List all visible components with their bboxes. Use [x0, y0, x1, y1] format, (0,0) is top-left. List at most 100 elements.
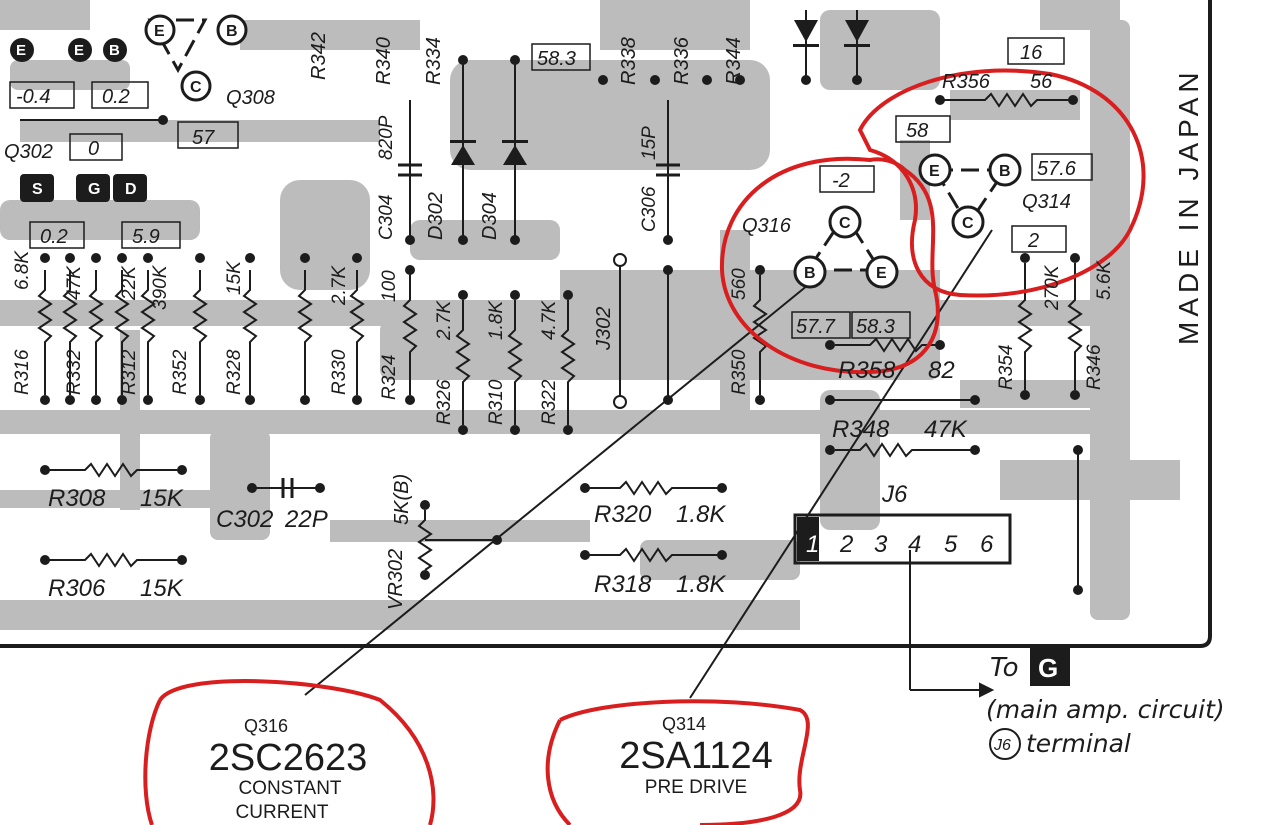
pin-label: E: [16, 42, 26, 59]
copper-traces: [0, 0, 1180, 630]
resistor-ref: R324: [379, 355, 400, 400]
resistor-ref: R356: [942, 71, 991, 93]
diodes: [450, 20, 870, 165]
vertical-resistor-labels: R342 R340 R334 R338 R336 R344 R316 6.8K …: [12, 32, 1115, 425]
resistor-ref: R348: [832, 416, 890, 443]
resistor-value: 2.7K: [329, 265, 350, 306]
callout-q316: Q316 2SC2623 CONSTANT CURRENT: [209, 716, 367, 823]
resistor-ref: R346: [1084, 344, 1105, 390]
voltage-reading: 57.7: [796, 316, 836, 338]
resistor-ref: R350: [729, 349, 750, 395]
resistor-ref: R318: [594, 571, 652, 598]
resistor-ref: R312: [119, 349, 140, 395]
g-badge: G: [1038, 653, 1058, 683]
capacitor-ref: C304: [376, 195, 397, 240]
connector-ref: J6: [881, 481, 908, 508]
terminal-label: terminal: [1026, 729, 1131, 758]
resistor-value: 100: [379, 270, 400, 302]
pin-label: C: [839, 215, 851, 232]
resistor-ref: R344: [723, 37, 745, 85]
diode-ref: D304: [479, 192, 501, 240]
voltage-reading: 2: [1027, 230, 1039, 252]
pin-label: G: [88, 181, 100, 198]
connector-pin: 4: [908, 531, 921, 558]
voltage-reading: 58: [906, 120, 928, 142]
red-highlights: [143, 68, 1146, 825]
connector-pin: 6: [980, 531, 994, 558]
resistor-ref: R328: [224, 349, 245, 395]
capacitor-ref: C306: [639, 186, 660, 232]
resistor-ref: R330: [329, 349, 350, 395]
resistor-ref: R308: [48, 485, 106, 512]
resistor-value: 6.8K: [12, 250, 33, 290]
connector-j6: [793, 513, 1012, 565]
transistor-ref: Q316: [742, 215, 792, 237]
voltage-reading: -0.4: [16, 86, 50, 108]
connector-pin: 2: [839, 531, 853, 558]
transistor-ref: Q314: [1022, 191, 1071, 213]
voltage-reading: -2: [832, 170, 850, 192]
resistor-ref: R326: [434, 379, 455, 425]
capacitor-value: 15P: [639, 126, 660, 160]
resistor-ref: R334: [423, 37, 445, 85]
capacitor-value: 22P: [284, 506, 328, 533]
capacitor-value: 820P: [376, 115, 397, 160]
resistor-ref: R322: [539, 379, 560, 425]
resistor-value: 560: [729, 268, 750, 300]
resistor-value: 270K: [1042, 264, 1063, 311]
resistor-value: 2.7K: [434, 300, 455, 341]
resistor-value: 22K: [119, 265, 140, 301]
made-in-label: MADE IN JAPAN: [1173, 67, 1204, 345]
resistor-value: 15K: [140, 575, 184, 602]
resistor-ref: R354: [996, 345, 1017, 390]
pin-label: E: [74, 42, 84, 59]
connector-pin: 5: [944, 531, 958, 558]
circuit-label: (main amp. circuit): [986, 695, 1225, 724]
resistor-ref: R358: [838, 357, 896, 384]
resistor-ref: R338: [618, 37, 640, 85]
resistor-value: 15K: [140, 485, 184, 512]
pin-label: C: [962, 215, 974, 232]
voltage-reading: 57: [192, 127, 215, 149]
voltage-reading: 58.3: [856, 316, 895, 338]
j6-circle: [989, 728, 1021, 760]
j6-circle-label: J6: [993, 737, 1011, 754]
connector-pin: 1: [806, 531, 819, 558]
jumper-ref: J302: [593, 307, 615, 351]
resistor-symbols: [37, 92, 1083, 571]
voltage-reading: 57.6: [1037, 158, 1077, 180]
resistor-ref: R352: [170, 349, 191, 395]
pin-label: B: [109, 42, 120, 59]
callout-role: CURRENT: [236, 802, 329, 823]
transistor-ref: Q302: [4, 141, 53, 163]
pin-label: D: [125, 181, 137, 198]
resistor-value: 47K: [64, 265, 85, 300]
resistor-ref: R310: [486, 379, 507, 425]
callout-ref: Q314: [662, 714, 706, 734]
resistor-value: 1.8K: [676, 571, 726, 598]
resistor-ref: R332: [64, 349, 85, 395]
pin-label: B: [226, 23, 238, 40]
pin-label: E: [154, 23, 165, 40]
resistor-value: 4.7K: [539, 300, 560, 340]
capacitor-ref: C302: [216, 506, 273, 533]
voltage-reading: 58.3: [537, 48, 576, 70]
g-badge-box: [1030, 648, 1070, 686]
capacitor-diode-symbols: [281, 163, 680, 498]
resistor-value: 56: [1030, 71, 1053, 93]
transistor-ref: Q308: [226, 87, 275, 109]
resistor-value: 390K: [150, 264, 171, 310]
resistor-value: 1.8K: [676, 501, 726, 528]
callout-role: PRE DRIVE: [645, 777, 747, 798]
voltage-reading: 5.9: [132, 226, 160, 248]
resistor-ref: R320: [594, 501, 652, 528]
resistor-ref: R316: [12, 349, 33, 395]
resistor-value: 5.6K: [1094, 260, 1115, 300]
to-label: To: [990, 653, 1019, 683]
pot-value: 5K(B): [391, 474, 413, 525]
resistor-ref: R306: [48, 575, 106, 602]
pin-label: C: [190, 79, 202, 96]
resistor-value: 15K: [224, 260, 245, 295]
callout-q314: Q314 2SA1124 PRE DRIVE: [619, 714, 773, 798]
